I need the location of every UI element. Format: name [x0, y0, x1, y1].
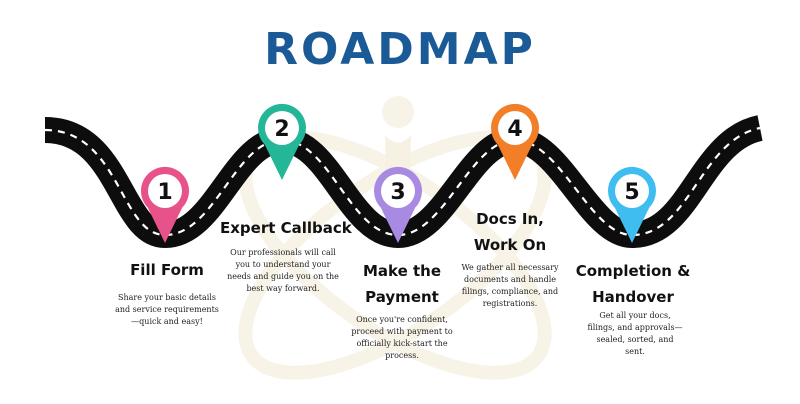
step-4-title-line-1: Docs In, [476, 210, 544, 228]
step-4-title-line-2: Work On [473, 236, 547, 254]
step-2-title: Expert Callback [220, 215, 352, 241]
step-5-number: 5 [624, 180, 639, 205]
step-5-title: Completion & Handover [570, 258, 696, 310]
step-3-description: Once you're confident, proceed with paym… [351, 315, 453, 360]
step-5-title-line-1: Completion & [575, 262, 691, 280]
step-2-title-line-1: Expert Callback [220, 219, 352, 237]
page-title: ROADMAP [264, 24, 536, 75]
step-5-title-line-2: Handover [592, 288, 674, 306]
step-2-pin-icon: 2 [258, 103, 307, 180]
step-1-title: Fill Form [112, 257, 222, 283]
step-4-pin-icon: 4 [491, 103, 540, 180]
step-5-pin-icon: 5 [608, 166, 656, 243]
step-3-title-line-2: Payment [365, 288, 439, 306]
step-5-description: Get all your docs, filings, and approval… [587, 311, 683, 356]
step-4-title: Docs In, Work On [462, 206, 558, 258]
step-2-description: Our professionals will call you to under… [227, 248, 339, 293]
step-1-number: 1 [157, 180, 172, 205]
step-3-pin-icon: 3 [374, 166, 422, 243]
step-3-number: 3 [390, 180, 405, 205]
step-3-title: Make the Payment [344, 258, 460, 310]
step-3-title-line-1: Make the [362, 262, 442, 280]
step-1-pin-icon: 1 [141, 166, 190, 243]
step-4-description: We gather all necessary documents and ha… [461, 263, 559, 308]
step-2-number: 2 [274, 117, 289, 142]
step-4-number: 4 [507, 117, 522, 142]
step-1-description: Share your basic details and service req… [115, 293, 219, 326]
step-1-title-line-1: Fill Form [130, 261, 204, 279]
